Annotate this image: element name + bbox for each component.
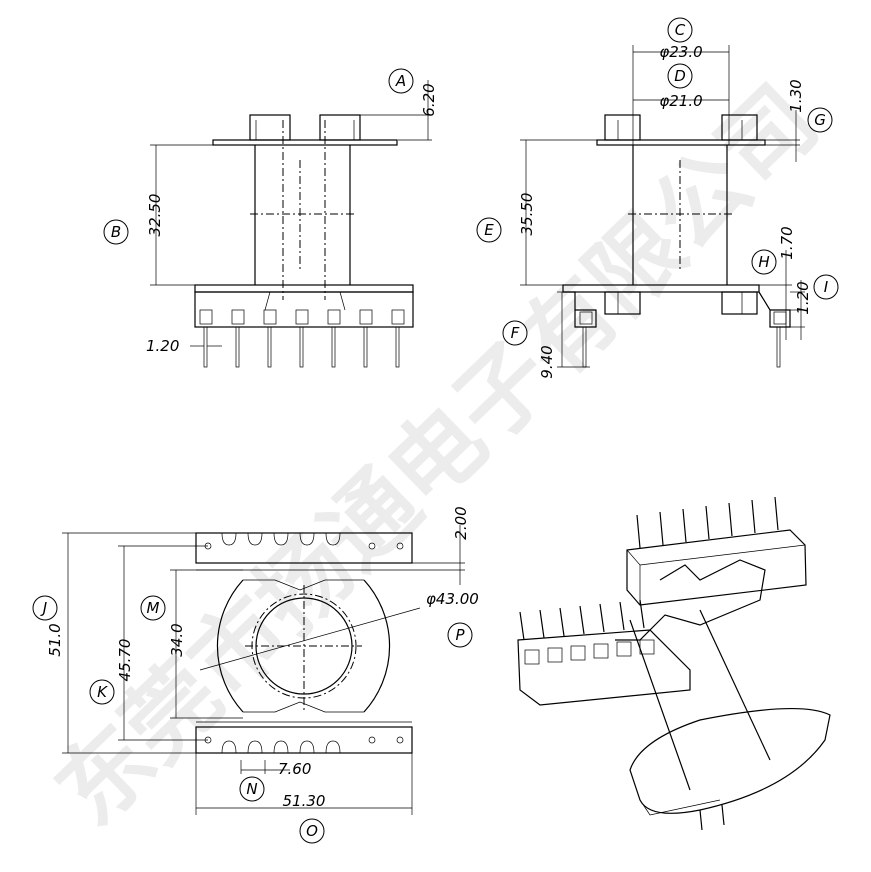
dim-g-value: 1.30 bbox=[787, 79, 805, 112]
bottom-rail-notches bbox=[204, 736, 404, 754]
label-j-circle: J bbox=[32, 595, 58, 621]
dim-b-value: 32.50 bbox=[146, 194, 164, 237]
dim-j-value: 51.0 bbox=[46, 623, 64, 656]
label-p-circle: P bbox=[447, 622, 473, 648]
dim-d-value: φ21.0 bbox=[659, 92, 702, 110]
label-n-circle: N bbox=[239, 776, 265, 802]
label-o-circle: O bbox=[299, 818, 325, 844]
dim-h-value: 1.70 bbox=[778, 226, 796, 259]
label-e-circle: E bbox=[476, 217, 502, 243]
iso-lower-pins bbox=[519, 599, 645, 641]
label-c: C bbox=[675, 21, 686, 39]
label-m: M bbox=[147, 599, 160, 617]
dim-p-value: φ43.00 bbox=[426, 590, 479, 608]
label-d: D bbox=[674, 67, 686, 85]
isometric-view bbox=[517, 496, 831, 831]
iso-lower-slots bbox=[524, 639, 655, 665]
label-f-circle: F bbox=[502, 320, 528, 346]
label-p: P bbox=[455, 626, 465, 644]
label-a-circle: A bbox=[388, 68, 414, 94]
front-view: 6.20 32.50 1.20 A B bbox=[103, 68, 438, 368]
label-n: N bbox=[246, 780, 257, 798]
iso-upper-pins bbox=[636, 496, 779, 549]
label-f: F bbox=[511, 324, 520, 342]
front-pins bbox=[203, 326, 400, 368]
label-b: B bbox=[111, 223, 121, 241]
label-h-circle: H bbox=[751, 249, 777, 275]
label-c-circle: C bbox=[667, 17, 693, 43]
dim-a-value: 6.20 bbox=[420, 83, 438, 116]
dim-e-value: 35.50 bbox=[518, 193, 536, 236]
bottom-view: 51.0 45.70 34.0 2.00 φ43.00 7.60 51.30 J… bbox=[32, 506, 479, 844]
label-i-circle: I bbox=[813, 274, 839, 300]
dim-m-value: 34.0 bbox=[168, 623, 186, 656]
label-a: A bbox=[395, 72, 406, 90]
label-k-circle: K bbox=[89, 679, 115, 705]
side-view: φ23.0 φ21.0 1.30 35.50 9.40 1.70 1.20 C … bbox=[476, 17, 839, 379]
dim-k-value: 45.70 bbox=[116, 639, 134, 682]
label-b-circle: B bbox=[103, 219, 129, 245]
dim-i-value: 1.20 bbox=[794, 281, 812, 314]
dim-n-value: 7.60 bbox=[278, 760, 311, 778]
label-k: K bbox=[97, 683, 108, 701]
dim-slot-value: 2.00 bbox=[452, 506, 470, 539]
dim-pin-width: 1.20 bbox=[146, 337, 179, 355]
label-o: O bbox=[306, 822, 318, 840]
label-i: I bbox=[824, 278, 829, 296]
label-d-circle: D bbox=[667, 63, 693, 89]
dim-f-value: 9.40 bbox=[538, 345, 556, 378]
label-j: J bbox=[40, 599, 47, 617]
dim-o-value: 51.30 bbox=[283, 792, 326, 810]
label-g-circle: G bbox=[807, 107, 833, 133]
label-g: G bbox=[814, 111, 826, 129]
top-rail-notches bbox=[204, 532, 404, 550]
label-m-circle: M bbox=[140, 595, 166, 621]
label-h: H bbox=[758, 253, 769, 271]
dim-c-value: φ23.0 bbox=[659, 43, 702, 61]
label-e: E bbox=[484, 221, 494, 239]
front-pin-slots bbox=[199, 309, 405, 325]
